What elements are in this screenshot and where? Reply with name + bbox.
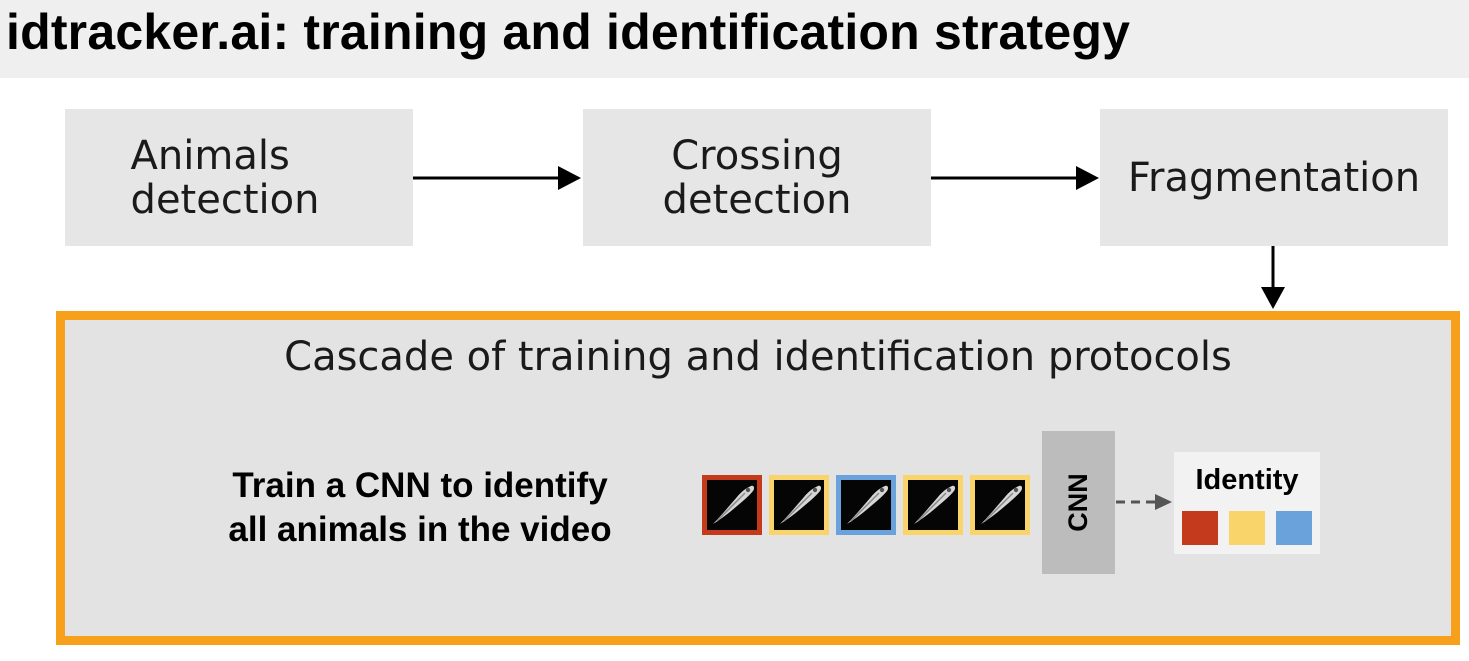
cnn-block: CNN: [1042, 431, 1115, 574]
cnn-label: CNN: [1063, 473, 1094, 532]
identity-color-square: [1229, 511, 1265, 545]
identity-box: Identity: [1174, 452, 1320, 554]
cnn-to-identity-arrowhead: [1155, 494, 1172, 510]
identity-label: Identity: [1174, 464, 1320, 497]
identity-color-square: [1182, 511, 1218, 545]
identity-color-square: [1276, 511, 1312, 545]
